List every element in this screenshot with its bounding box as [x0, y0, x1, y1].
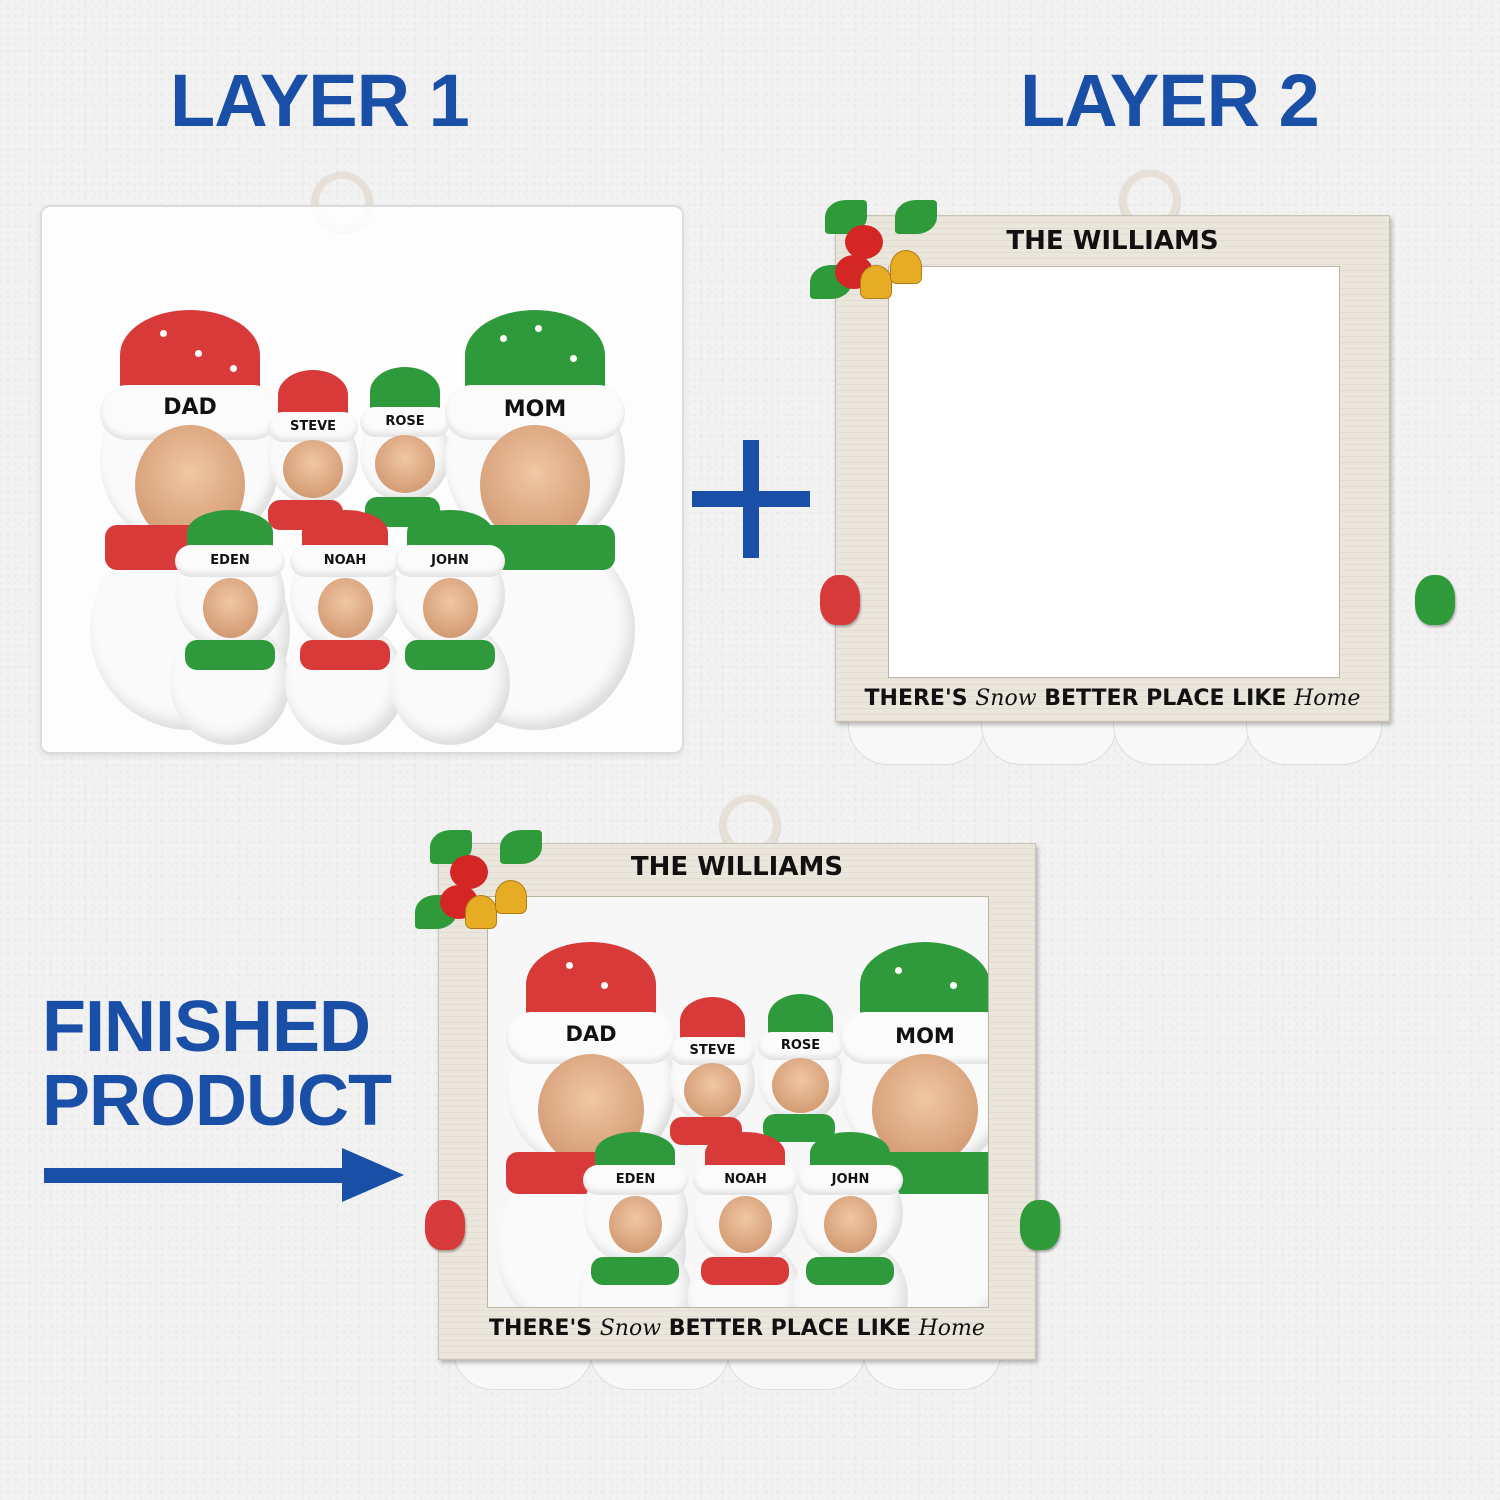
- layer-1-heading: LAYER 1: [170, 59, 470, 142]
- name-label-eden: EDEN: [210, 553, 250, 568]
- layer-2-heading: LAYER 2: [1020, 59, 1320, 142]
- name-label-dad: DAD: [163, 395, 217, 420]
- name-label-john: JOHN: [831, 1172, 870, 1187]
- snowman-rose: ROSE: [758, 994, 843, 1184]
- snowman-eden: EDEN: [170, 510, 290, 750]
- red-mitten-icon: [820, 575, 860, 625]
- name-label-noah: NOAH: [323, 553, 367, 568]
- face-photo-eden: [609, 1196, 662, 1253]
- snowman-steve: STEVE: [268, 370, 358, 570]
- red-mitten-icon: [425, 1200, 465, 1250]
- plus-icon: [692, 440, 810, 558]
- frame-slogan: THERE'S Snow BETTER PLACE LIKE Home: [864, 686, 1361, 711]
- holly-bells-icon: [805, 195, 945, 305]
- snowman-noah: NOAH: [688, 1132, 803, 1307]
- face-photo-mom: [872, 1054, 978, 1166]
- green-mitten-icon: [1020, 1200, 1060, 1250]
- name-label-eden: EDEN: [615, 1172, 656, 1187]
- snow-cloud-base: [848, 715, 1382, 765]
- snowman-noah: NOAH: [285, 510, 405, 750]
- face-photo-steve: [684, 1063, 741, 1118]
- holly-bells-icon: [410, 825, 550, 935]
- name-label-dad: DAD: [565, 1022, 617, 1046]
- name-label-mom: MOM: [503, 397, 567, 422]
- wooden-frame: THE WILLIAMS THERE'S Snow BETTER PLACE L…: [835, 215, 1390, 722]
- snowman-steve: STEVE: [670, 997, 755, 1187]
- frame-window: DAD STEVE ROSE: [487, 896, 989, 1308]
- snowman-rose: ROSE: [360, 367, 450, 567]
- frame-title: THE WILLIAMS: [630, 852, 844, 882]
- snowman-john: JOHN: [793, 1132, 908, 1307]
- face-photo-rose: [772, 1058, 829, 1113]
- frame-title: THE WILLIAMS: [1006, 226, 1219, 256]
- name-label-steve: STEVE: [689, 1043, 736, 1058]
- finished-product-heading: FINISHED PRODUCT: [42, 987, 392, 1141]
- face-photo-noah: [719, 1196, 772, 1253]
- frame-window: [888, 266, 1340, 678]
- face-photo-noah: [318, 578, 373, 638]
- face-photo-steve: [283, 440, 343, 498]
- face-photo-john: [423, 578, 478, 638]
- frame-slogan: THERE'S Snow BETTER PLACE LIKE Home: [489, 1316, 985, 1341]
- name-label-rose: ROSE: [385, 414, 425, 429]
- name-label-noah: NOAH: [724, 1172, 767, 1187]
- finished-line-1: FINISHED: [42, 987, 371, 1067]
- face-photo-eden: [203, 578, 258, 638]
- name-label-steve: STEVE: [289, 419, 337, 434]
- name-label-mom: MOM: [895, 1024, 955, 1048]
- name-label-rose: ROSE: [780, 1038, 821, 1053]
- name-label-john: JOHN: [431, 553, 469, 568]
- face-photo-john: [824, 1196, 877, 1253]
- snowman-eden: EDEN: [578, 1132, 693, 1307]
- right-arrow-icon: [44, 1145, 404, 1205]
- snowman-john: JOHN: [390, 510, 510, 750]
- wooden-frame: THE WILLIAMS DAD STEVE: [438, 843, 1036, 1360]
- green-mitten-icon: [1415, 575, 1455, 625]
- finished-line-2: PRODUCT: [42, 1061, 392, 1141]
- face-photo-rose: [375, 435, 435, 493]
